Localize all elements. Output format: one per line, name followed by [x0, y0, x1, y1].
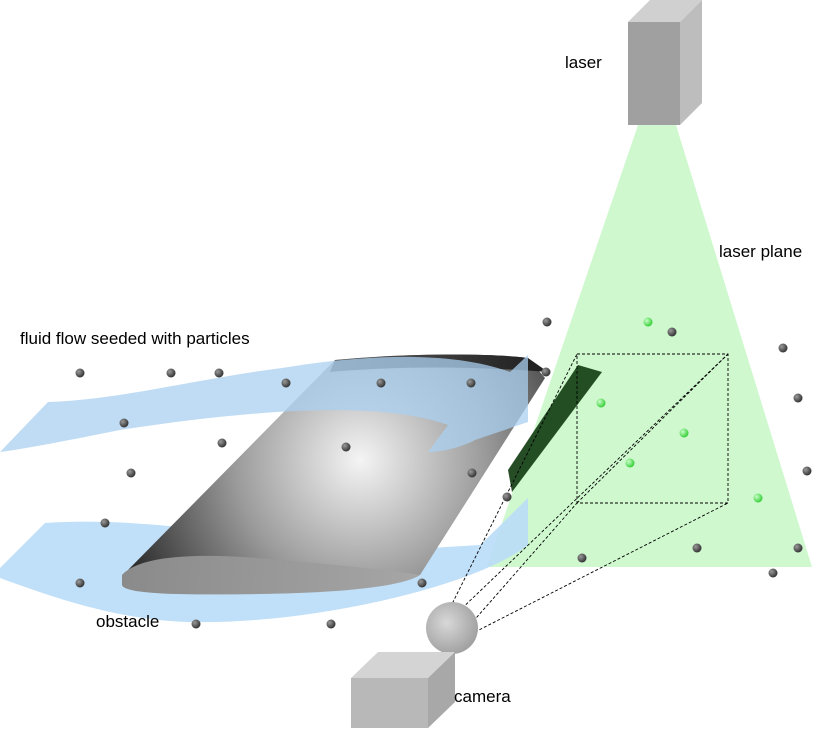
- fluid-flow-label: fluid flow seeded with particles: [20, 329, 250, 348]
- seed-particle: [577, 553, 587, 563]
- obstacle-label: obstacle: [96, 612, 160, 631]
- seed-particle: [502, 492, 512, 502]
- camera-label: camera: [454, 687, 511, 706]
- laser-label: laser: [565, 53, 602, 72]
- seed-particle: [541, 367, 551, 377]
- seed-particle: [793, 543, 803, 553]
- seed-particle: [119, 418, 129, 428]
- seed-particle: [75, 578, 85, 588]
- seed-particle: [667, 327, 677, 337]
- seed-particle: [778, 343, 788, 353]
- camera-view-lines: [447, 353, 729, 633]
- camera-view-window: [576, 353, 729, 504]
- illuminated-particle: [643, 317, 653, 327]
- seed-particle: [802, 466, 812, 476]
- seed-particle: [793, 393, 803, 403]
- seed-particle: [417, 578, 427, 588]
- seed-particle: [191, 619, 201, 629]
- seed-particle: [466, 378, 476, 388]
- illuminated-particle: [753, 493, 763, 503]
- seed-particle: [768, 568, 778, 578]
- seed-particle: [126, 468, 136, 478]
- seed-particle: [214, 368, 224, 378]
- laser-plane-sheet: [487, 125, 812, 567]
- seed-particle: [281, 378, 291, 388]
- laser-device: [628, 0, 702, 125]
- laser-plane-label: laser plane: [719, 242, 803, 261]
- seed-particle: [467, 468, 477, 478]
- seed-particle: [376, 378, 386, 388]
- illuminated-section: [508, 365, 602, 492]
- seed-particle: [100, 518, 110, 528]
- particles-layer: [75, 317, 812, 629]
- illuminated-particle: [596, 398, 606, 408]
- seed-particle: [217, 438, 227, 448]
- camera-device: [351, 602, 478, 728]
- seed-particle: [75, 368, 85, 378]
- seed-particle: [341, 442, 351, 452]
- seed-particle: [692, 543, 702, 553]
- seed-particle: [326, 619, 336, 629]
- seed-particle: [166, 368, 176, 378]
- illuminated-particle: [625, 458, 635, 468]
- flow-arrow-upper: [0, 355, 528, 452]
- seed-particle: [542, 317, 552, 327]
- illuminated-particle: [679, 428, 689, 438]
